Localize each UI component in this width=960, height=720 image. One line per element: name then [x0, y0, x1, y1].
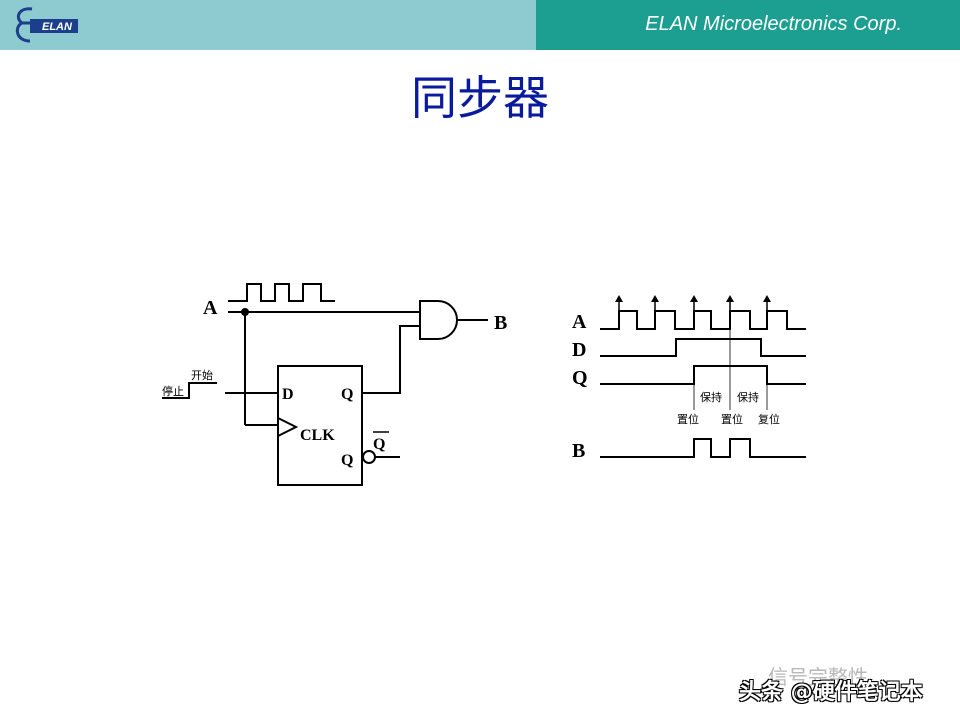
qbar-output-label: Q — [373, 436, 385, 453]
watermark-main: 头条 @硬件笔记本 — [739, 680, 923, 705]
ff-d-label: D — [282, 386, 294, 403]
junction-dot-icon — [241, 308, 249, 316]
elan-logo: ELAN — [15, 7, 78, 43]
timing-wave-d — [600, 338, 806, 357]
arrow-head-icon — [690, 295, 698, 302]
set-label-2: 置位 — [721, 412, 743, 426]
ff-clk-label: CLK — [300, 427, 335, 444]
ff-q-label: Q — [341, 386, 353, 403]
arrow-head-icon — [763, 295, 771, 302]
hold-label-1: 保持 — [700, 390, 722, 404]
header-bar-right — [536, 0, 960, 50]
svg-text:ELAN: ELAN — [42, 21, 73, 33]
timing-wave-q — [600, 365, 806, 385]
ff-qbar-label: Q — [341, 452, 353, 469]
start-stop-step — [162, 382, 217, 399]
wire-q — [362, 325, 420, 394]
clock-waveform — [228, 283, 335, 302]
timing-label-q: Q — [572, 367, 588, 389]
set-label-1: 置位 — [677, 412, 699, 426]
hold-label-2: 保持 — [737, 390, 759, 404]
timing-label-b: B — [572, 440, 585, 462]
timing-label-a: A — [572, 311, 587, 333]
company-name: ELAN Microelectronics Corp. — [645, 13, 902, 35]
label-stop: 停止 — [162, 384, 184, 398]
and-gate-icon — [419, 300, 458, 340]
arrow-head-icon — [615, 295, 623, 302]
clock-triangle-icon — [277, 417, 299, 437]
reset-label: 复位 — [758, 412, 780, 426]
timing-wave-b — [600, 438, 806, 458]
timing-wave-a — [600, 310, 806, 330]
label-b: B — [494, 312, 507, 334]
header-bar-left — [0, 0, 536, 50]
label-a: A — [203, 297, 218, 319]
arrow-head-icon — [726, 295, 734, 302]
page-title: 同步器 — [411, 71, 549, 125]
flip-flop-box — [277, 365, 363, 486]
label-start: 开始 — [191, 368, 213, 382]
arrow-head-icon — [651, 295, 659, 302]
timing-label-d: D — [572, 339, 586, 361]
watermark-faint: 信号完整性 — [768, 665, 868, 689]
